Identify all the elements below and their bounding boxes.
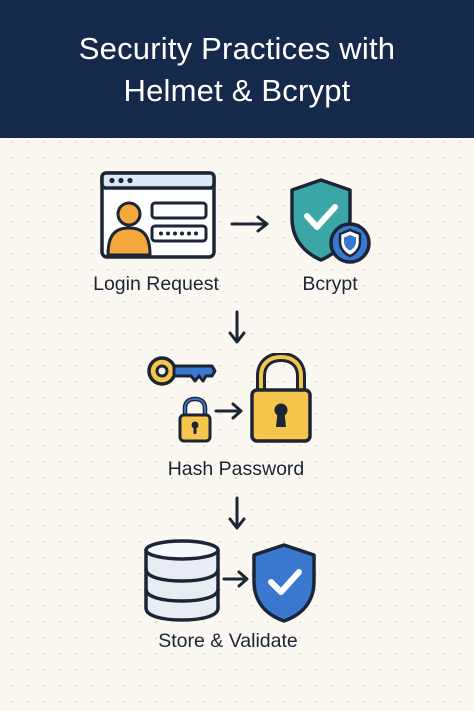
key-icon — [147, 356, 217, 386]
database-icon — [144, 539, 220, 622]
small-lock-icon — [178, 396, 212, 443]
flow-diagram: Login Request Bcrypt Hash Password — [0, 138, 474, 711]
arrow-down-icon — [228, 310, 246, 344]
login-request-label: Login Request — [93, 273, 219, 295]
padlock-icon — [250, 353, 312, 443]
arrow-right-icon — [230, 215, 269, 233]
shield-check-icon — [252, 543, 316, 623]
arrow-right-icon — [222, 570, 249, 588]
bcrypt-label: Bcrypt — [302, 273, 358, 295]
arrow-down-icon — [228, 496, 246, 530]
shield-check-icon — [290, 178, 371, 264]
page-title: Security Practices with Helmet & Bcrypt — [78, 31, 396, 108]
login-window-icon — [100, 171, 216, 259]
store-validate-label: Store & Validate — [158, 630, 298, 652]
header-banner: Security Practices with Helmet & Bcrypt — [0, 0, 474, 138]
hash-password-label: Hash Password — [167, 458, 305, 480]
arrow-right-icon — [214, 402, 243, 420]
